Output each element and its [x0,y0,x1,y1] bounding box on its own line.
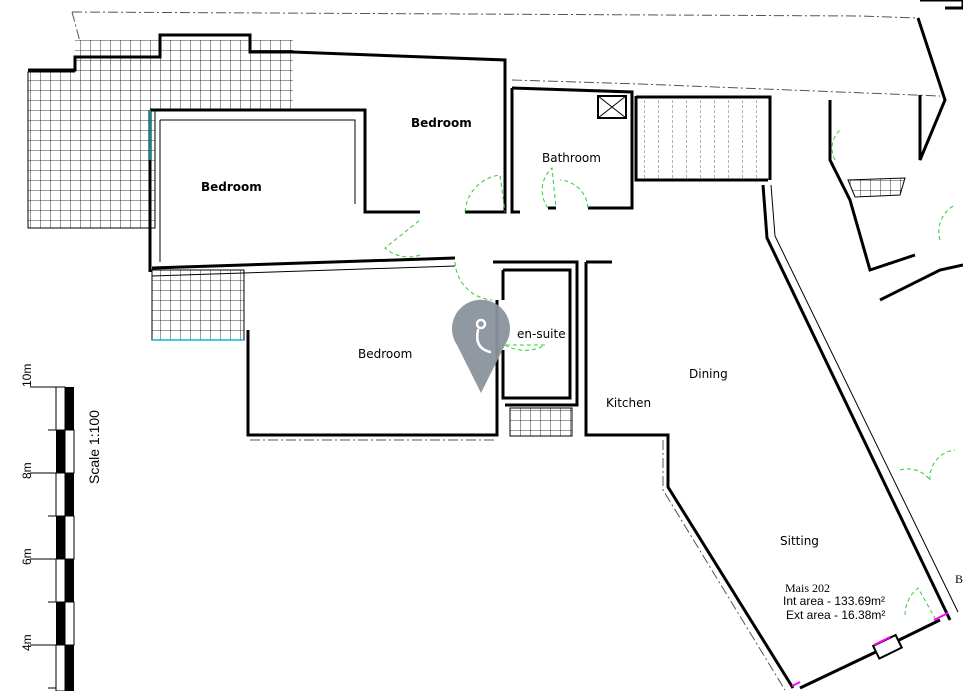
unit-name: Mais 202 [785,581,830,595]
location-pin-icon[interactable] [451,299,510,393]
room-label-kitchen: Kitchen [606,396,651,410]
room-label-ensuite: en-suite [517,327,566,341]
walls [28,0,963,690]
unit-int-area: Int area - 133.69m² [783,594,885,608]
room-label-bedroom-left: Bedroom [201,180,262,194]
room-label-bathroom: Bathroom [542,151,601,165]
unit-ext-area: Ext area - 16.38m² [786,608,885,622]
scale-tick-10m: 10m [20,364,34,387]
room-label-bedroom-top: Bedroom [411,116,472,130]
scale-label: Scale 1:100 [86,410,102,484]
room-label-bedroom-lower: Bedroom [358,347,412,361]
door-swings [384,129,956,619]
scale-tick-6m: 6m [20,548,34,565]
staircase [635,96,771,180]
terrace-tiles [27,40,906,437]
scale-bar: 10m 8m 6m 4m Scale 1:100 [20,364,102,691]
scale-tick-8m: 8m [20,462,34,479]
room-label-sitting: Sitting [780,534,819,548]
room-label-dining: Dining [689,367,728,381]
scale-tick-4m: 4m [20,634,34,651]
room-label-edge: B [955,572,963,586]
